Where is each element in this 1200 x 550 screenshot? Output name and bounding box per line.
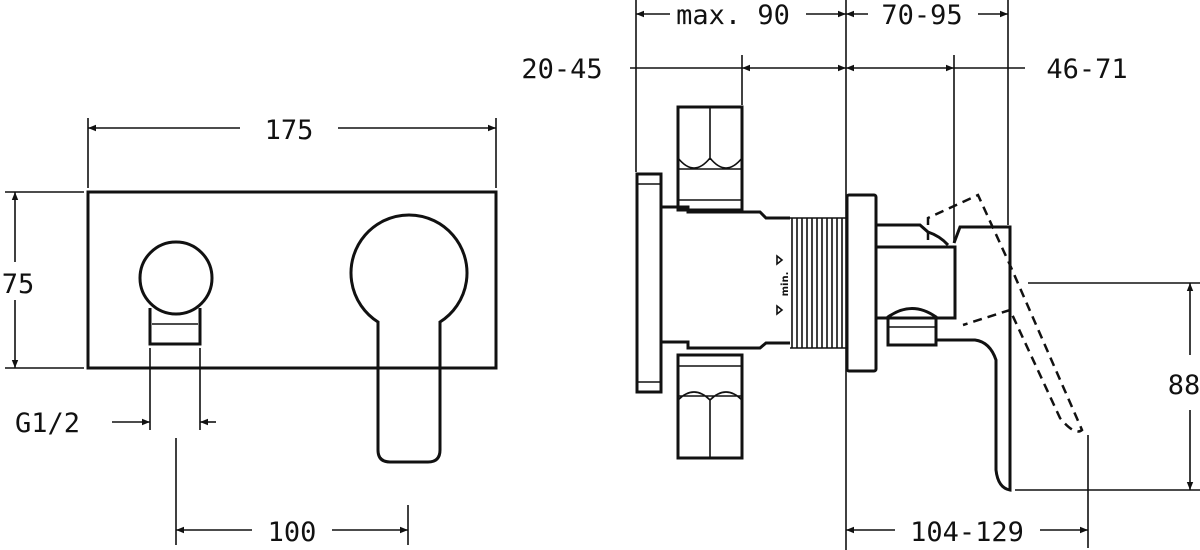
diverter-knob <box>138 240 214 316</box>
spacing-dimension: 100 <box>268 517 317 548</box>
side-view: min. max. 90 70-95 20-45 46-71 88 <box>521 0 1200 550</box>
flange <box>845 193 878 373</box>
projection-dimension: 104-129 <box>910 517 1024 548</box>
handle-height-dimension: 88 <box>1168 370 1200 401</box>
thread <box>790 217 846 349</box>
top-nut <box>676 105 744 212</box>
min-insertion-mark: min. <box>780 272 791 297</box>
wall-depth-dimension: 70-95 <box>881 0 962 31</box>
lever-open-position <box>926 193 1084 433</box>
connection-size: G1/2 <box>15 408 80 439</box>
inner-depth-dimension: 20-45 <box>521 54 602 85</box>
cover-plate <box>86 190 498 370</box>
height-dimension: 75 <box>2 269 35 300</box>
cartridge <box>874 245 957 320</box>
lever-side <box>936 225 1012 492</box>
front-view: 175 75 G1/2 100 <box>2 115 498 548</box>
lever-handle <box>349 213 469 464</box>
bottom-nut <box>676 353 744 460</box>
max-depth-dimension: max. 90 <box>676 0 790 31</box>
valve-body <box>661 205 790 350</box>
backplate <box>635 172 663 394</box>
knob-stem <box>148 308 202 346</box>
outer-depth-dimension: 46-71 <box>1046 54 1127 85</box>
width-dimension: 175 <box>265 115 314 146</box>
